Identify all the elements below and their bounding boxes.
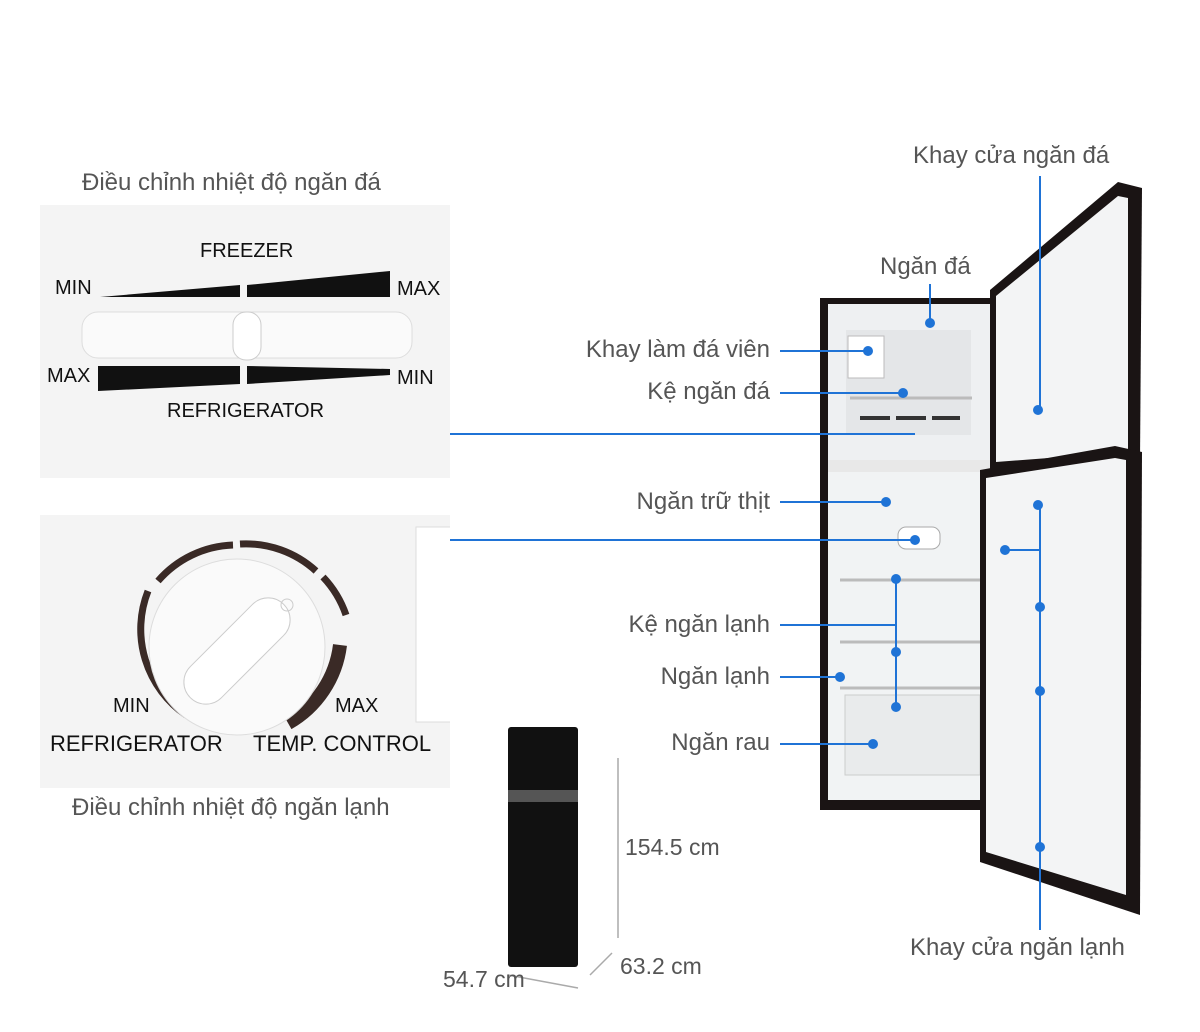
freezer-control-panel: FREEZER MIN MAX MAX MIN REFRIGERATOR	[40, 205, 450, 478]
slider-graphic	[81, 271, 413, 391]
max-label: MAX	[47, 365, 91, 387]
label-freezer-door-tray: Khay cửa ngăn đá	[913, 142, 1110, 169]
refrigerator-label: REFRIGERATOR	[50, 731, 223, 756]
label-fridge-shelf: Kệ ngăn lạnh	[628, 611, 770, 638]
min-label: MIN	[55, 277, 92, 299]
callout-dots	[835, 318, 1045, 852]
small-fridge	[508, 727, 578, 967]
label-freezer-shelf: Kệ ngăn đá	[647, 378, 770, 405]
freezer-scale-left	[100, 285, 240, 297]
dial-min-label: MIN	[113, 695, 150, 717]
freezer-control-caption: Điều chỉnh nhiệt độ ngăn đá	[82, 169, 381, 196]
fridge-scale-left	[98, 366, 240, 391]
max-label: MAX	[397, 278, 441, 300]
label-veg-drawer: Ngăn rau	[671, 729, 770, 756]
label-meat-drawer: Ngăn trữ thịt	[636, 488, 770, 515]
freezer-scale-right	[247, 271, 390, 297]
label-ice-tray: Khay làm đá viên	[585, 336, 770, 363]
freezer-label: FREEZER	[200, 240, 294, 262]
label-freezer: Ngăn đá	[880, 253, 971, 280]
fridge-control-caption: Điều chỉnh nhiệt độ ngăn lạnh	[72, 794, 390, 821]
dial-knob[interactable]	[175, 589, 299, 713]
depth-dimension: 63.2 cm	[620, 953, 702, 979]
callout-lines	[450, 176, 1041, 930]
dial-graphic	[137, 526, 450, 736]
slider-knob[interactable]	[232, 311, 262, 361]
dimension-lines	[507, 758, 619, 989]
dial-max-label: MAX	[335, 695, 379, 717]
temp-control-label: TEMP. CONTROL	[253, 731, 432, 756]
fridge-scale-right	[247, 366, 390, 384]
height-dimension: 154.5 cm	[625, 834, 720, 860]
min-label: MIN	[397, 367, 434, 389]
refrigerator-label: REFRIGERATOR	[167, 400, 325, 422]
fridge-control-panel: MIN MAX REFRIGERATOR TEMP. CONTROL	[40, 515, 450, 788]
width-dimension: 54.7 cm	[443, 966, 525, 992]
label-fridge: Ngăn lạnh	[660, 663, 770, 690]
label-fridge-door-tray: Khay cửa ngăn lạnh	[910, 934, 1125, 961]
